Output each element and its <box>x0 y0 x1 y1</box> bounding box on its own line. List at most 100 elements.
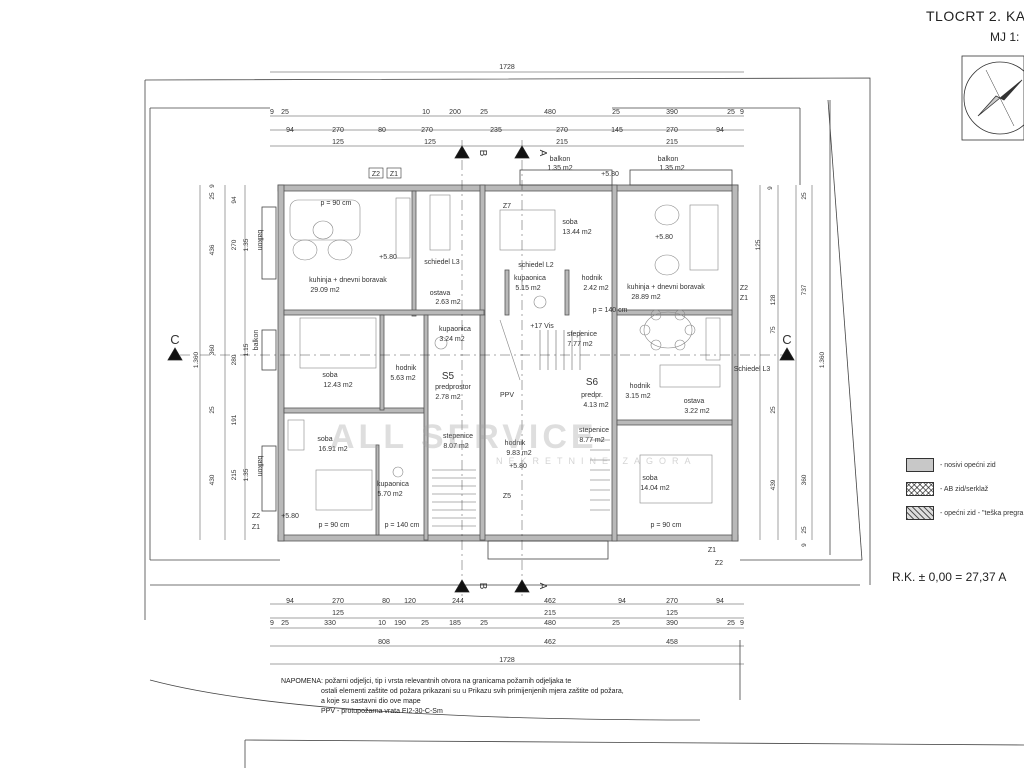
dim: 270 <box>332 127 344 134</box>
room-area: 28.89 m2 <box>631 294 660 301</box>
balconies <box>261 169 733 560</box>
north-arrow <box>961 55 1024 141</box>
dim: 330 <box>324 620 336 627</box>
dim-total-bottom: 1728 <box>499 657 515 664</box>
dim: 120 <box>404 598 416 605</box>
room-area: 5.70 m2 <box>377 491 402 498</box>
tag: p = 140 cm <box>593 307 628 314</box>
dim: 25 <box>421 620 429 627</box>
room-area: 14.04 m2 <box>640 485 669 492</box>
level-mark: +5.80 <box>655 234 673 241</box>
tag: Z7 <box>503 203 511 210</box>
room-area: 3.15 m2 <box>625 393 650 400</box>
dim: 145 <box>611 127 623 134</box>
dim: 430 <box>209 474 216 485</box>
room-area: 3.24 m2 <box>439 336 464 343</box>
balcony-label: balkon <box>256 456 263 477</box>
note-line: NAPOMENA: požarni odjeljci, tip i vrsta … <box>281 678 572 685</box>
room-area: 2.42 m2 <box>583 285 608 292</box>
room-name: kupaonica <box>514 275 546 282</box>
dim: 215 <box>231 469 238 480</box>
room-area: 8.77 m2 <box>579 437 604 444</box>
room-name: soba <box>317 436 332 443</box>
dim: 270 <box>666 127 678 134</box>
dim: 125 <box>755 239 762 250</box>
room-name: predpr. <box>581 392 603 399</box>
dim: 737 <box>801 284 808 295</box>
unit-tag: S6 <box>586 377 599 388</box>
tag: p = 140 cm <box>385 522 420 529</box>
room-name: balkon <box>550 156 571 163</box>
unit-tag: S5 <box>442 371 455 382</box>
room-area: 9.83 m2 <box>506 450 531 457</box>
room-name: soba <box>322 372 337 379</box>
tag: +17 Vis <box>530 323 554 330</box>
section-a: A <box>537 583 548 590</box>
dim: 125 <box>332 139 344 146</box>
room-name: kupaonica <box>377 481 409 488</box>
dim-total-top: 1728 <box>499 64 515 71</box>
room-area: 3.22 m2 <box>684 408 709 415</box>
dim: 215 <box>556 139 568 146</box>
dim: 390 <box>666 620 678 627</box>
tag: schiedel L3 <box>424 259 460 266</box>
dim: 94 <box>716 127 724 134</box>
dim: 25 <box>209 406 216 414</box>
section-a: A <box>537 150 548 157</box>
dim: 185 <box>449 620 461 627</box>
room-name: ostava <box>684 398 705 405</box>
room-area: 29.09 m2 <box>310 287 339 294</box>
legend-label: - AB zid/serklaž <box>940 485 989 493</box>
legend-swatch <box>906 458 934 472</box>
tag: Z1 <box>390 171 398 178</box>
dim: 244 <box>452 598 464 605</box>
room-name: stepenice <box>567 331 597 338</box>
side-dimension-labels: 9 25 94 270 436 1.35 1.15 360 280 25 191… <box>193 184 826 547</box>
dim: 80 <box>378 127 386 134</box>
level-mark: +5.80 <box>601 171 619 178</box>
fire-safety-note: NAPOMENA: požarni odjeljci, tip i vrsta … <box>281 677 624 717</box>
dim: 9 <box>740 109 744 116</box>
room-area: 2.78 m2 <box>435 394 460 401</box>
dim: 25 <box>727 620 735 627</box>
dim: 190 <box>394 620 406 627</box>
room-name: stepenice <box>443 433 473 440</box>
dim: 9 <box>740 620 744 627</box>
legend-item: - nosivi opećni zid <box>906 454 1024 476</box>
dim: 462 <box>544 598 556 605</box>
tag: p = 90 cm <box>651 522 682 529</box>
dim: 25 <box>801 192 808 200</box>
level-mark: +5.80 <box>379 254 397 261</box>
dim: 215 <box>666 139 678 146</box>
legend-label: - nosivi opećni zid <box>940 461 996 469</box>
dim: 9 <box>209 184 216 188</box>
room-area: 1.35 m2 <box>547 165 572 172</box>
room-name: hodnik <box>630 383 651 390</box>
dim: 1.15 <box>243 343 250 356</box>
tag: schiedel L2 <box>518 262 554 269</box>
dim: 25 <box>480 109 488 116</box>
dim: 25 <box>770 406 777 414</box>
section-c: C <box>170 332 179 347</box>
dim: 1.35 <box>243 238 250 251</box>
dim: 125 <box>332 610 344 617</box>
room-labels: kuhinja + dnevni boravak 29.09 m2 ostava… <box>309 156 710 498</box>
tag: Z5 <box>503 493 511 500</box>
dim: 436 <box>209 244 216 255</box>
balcony-label: balkon <box>256 230 263 251</box>
dim: 360 <box>209 344 216 355</box>
legend-swatch <box>906 482 934 496</box>
dim: 10 <box>378 620 386 627</box>
watermark: ALL SERVICE <box>330 418 598 456</box>
dim: 808 <box>378 639 390 646</box>
note-line: ostali elementi zaštite od požara prikaz… <box>321 688 624 695</box>
dim: 270 <box>231 239 238 250</box>
room-area: 4.13 m2 <box>583 402 608 409</box>
dim: 125 <box>666 610 678 617</box>
room-area: 2.63 m2 <box>435 299 460 306</box>
dim: 25 <box>727 109 735 116</box>
tag: Z1 <box>708 547 716 554</box>
dim: 94 <box>286 598 294 605</box>
room-name: soba <box>642 475 657 482</box>
